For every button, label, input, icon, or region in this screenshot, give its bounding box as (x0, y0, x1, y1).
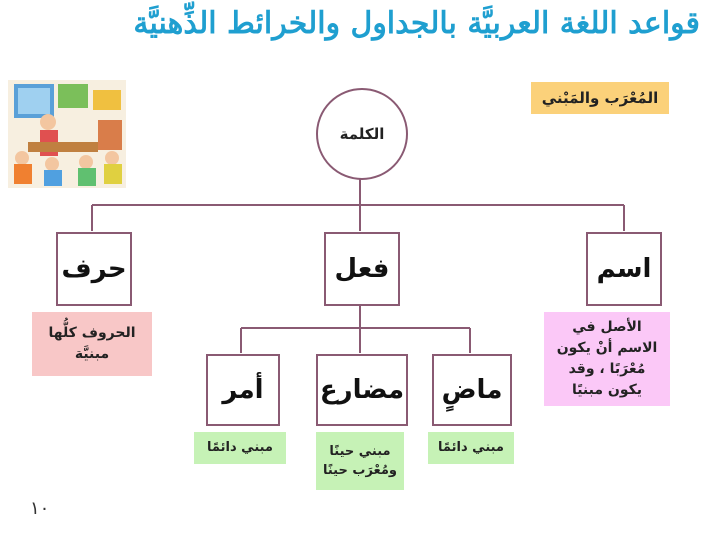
noun-note: الأصل في الاسم أنْ يكون مُعْرَبًا ، وقد … (544, 312, 670, 406)
page-title: قواعد اللغة العربيَّة بالجداول والخرائط … (133, 6, 700, 41)
present-note: مبني حينًا ومُعْرَب حينًا (316, 432, 404, 490)
node-past: ماضٍ (432, 354, 512, 426)
page-number: ١٠ (30, 498, 50, 519)
node-particle: حرف (56, 232, 132, 306)
root-node-word: الكلمة (316, 88, 408, 180)
imperative-note: مبني دائمًا (194, 432, 286, 464)
particle-note: الحروف كلُّها مبنيَّة (32, 312, 152, 376)
node-imperative: أمر (206, 354, 280, 426)
past-note: مبني دائمًا (428, 432, 514, 464)
node-verb: فعل (324, 232, 400, 306)
mu3rab-mabni-tag: المُعْرَب والمَبْني (531, 82, 669, 114)
node-noun: اسم (586, 232, 662, 306)
classroom-illustration (8, 80, 126, 188)
node-present: مضارع (316, 354, 408, 426)
